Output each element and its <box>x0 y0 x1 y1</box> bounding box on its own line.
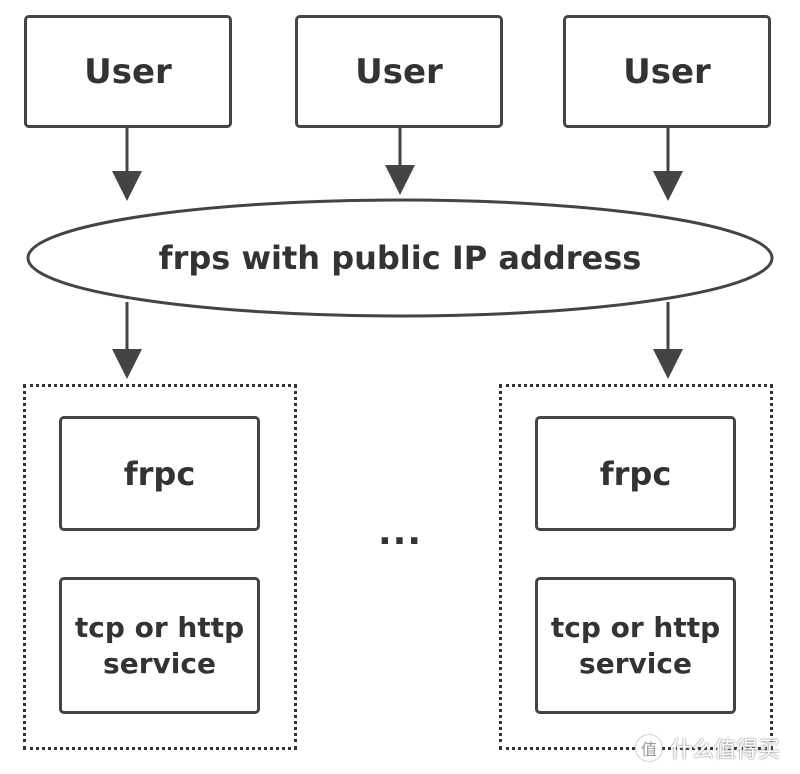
service-box-1: tcp or http service <box>59 577 260 714</box>
frpc-label: frpc <box>599 454 672 493</box>
client-group-1 <box>23 384 297 750</box>
watermark-text: 什么值得买 <box>670 738 781 763</box>
watermark: 值 什么值得买 <box>636 730 796 766</box>
watermark-logo-icon: 值 <box>636 735 662 761</box>
user-box-2: User <box>295 15 503 128</box>
frpc-box-2: frpc <box>535 416 736 531</box>
frps-server-label-container: frps with public IP address <box>28 200 772 316</box>
user-box-3: User <box>563 15 771 128</box>
service-label-line2: service <box>579 646 692 680</box>
frps-server-label: frps with public IP address <box>158 239 642 277</box>
service-box-2: tcp or http service <box>535 577 736 714</box>
service-label-line1: tcp or http <box>74 610 245 644</box>
user-label: User <box>623 51 711 92</box>
user-label: User <box>355 51 443 92</box>
frpc-box-1: frpc <box>59 416 260 531</box>
service-label-line1: tcp or http <box>550 610 721 644</box>
user-box-1: User <box>24 15 232 128</box>
user-label: User <box>84 51 172 92</box>
frps-server-ellipse <box>26 198 774 318</box>
ellipsis-indicator: ... <box>377 512 423 553</box>
frpc-label: frpc <box>123 454 196 493</box>
service-label-line2: service <box>103 646 216 680</box>
